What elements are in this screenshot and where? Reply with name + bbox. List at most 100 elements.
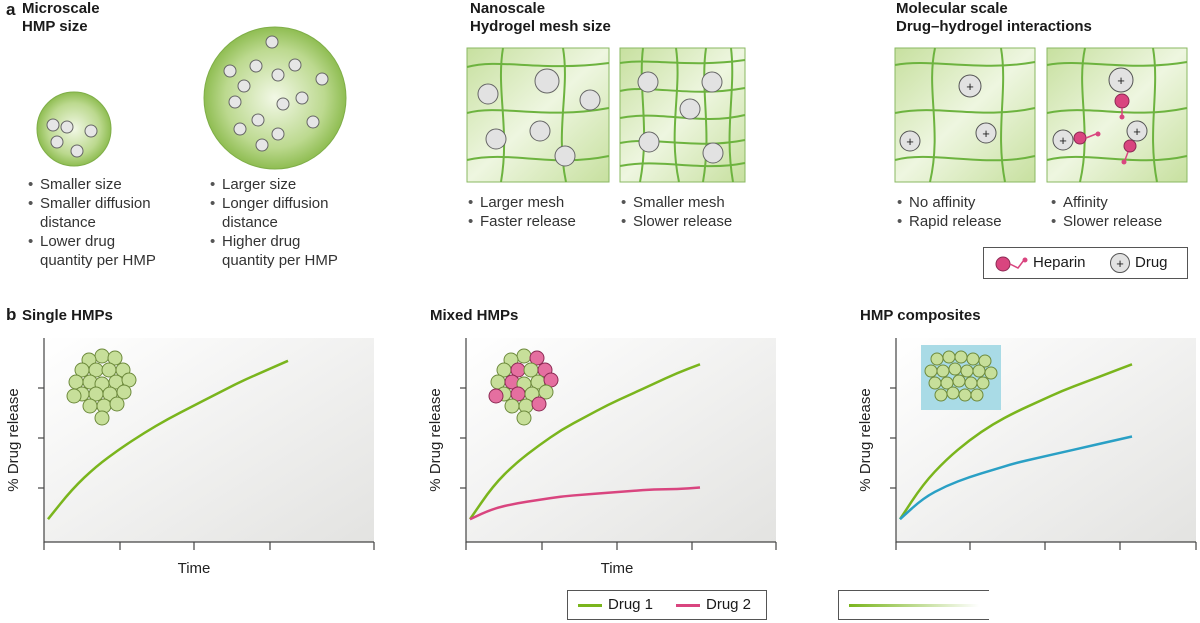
series-line-3-1 (898, 363, 1133, 520)
particle (970, 388, 984, 402)
composite-hmps-thumbnail (924, 350, 998, 402)
particle (952, 374, 966, 388)
particle (960, 364, 974, 378)
panel-a-letter: a (6, 0, 16, 19)
particle (516, 410, 532, 426)
svg-text:+: + (1133, 124, 1141, 139)
particle (942, 350, 956, 364)
particle (924, 364, 938, 378)
microscale-title: Microscale HMP size (22, 0, 100, 36)
ylabel-single: % Drug release (5, 388, 22, 491)
particle (529, 350, 545, 366)
panel-a-graphics: + + + + + + (36, 26, 1188, 183)
legend-drug1-label: Drug 1 (608, 596, 654, 613)
bullet: Rapid release (897, 212, 1002, 231)
particle (966, 352, 980, 366)
particle (946, 386, 960, 400)
svg-text:+: + (1117, 73, 1125, 88)
ylabel-mixed: % Drug release (427, 388, 444, 491)
particle (66, 388, 82, 404)
bullet: Longer diffusion (210, 194, 338, 213)
bullet-text: distance (222, 214, 278, 231)
particle (109, 396, 125, 412)
particle (954, 350, 968, 364)
particle (94, 348, 110, 364)
bullet-continued: distance (28, 213, 156, 232)
drug-icon: + (1110, 253, 1130, 273)
particle (976, 376, 990, 390)
bullet: Lower drug (28, 232, 156, 251)
particle (516, 348, 532, 364)
mesh-large-bullets: Larger mesh Faster release (468, 193, 576, 231)
molecular-legend: Heparin + Drug (983, 247, 1188, 279)
panel-b-letter: b (6, 305, 17, 324)
bullet: Faster release (468, 212, 576, 231)
bullet: Slower release (1051, 212, 1162, 231)
particle (928, 376, 942, 390)
large-hmp-sphere (203, 26, 347, 170)
molecular-title-line1: Molecular scale (896, 0, 1008, 17)
bullet-continued: quantity per HMP (28, 251, 156, 270)
mesh-small-bullets: Smaller mesh Slower release (621, 193, 732, 231)
single-hmps-thumbnail (66, 348, 137, 426)
particle (538, 384, 554, 400)
chart-title-single: Single HMPs (22, 307, 113, 324)
chart-title-mixed: Mixed HMPs (430, 307, 519, 324)
particle (948, 362, 962, 376)
mixed-hmps-thumbnail (488, 348, 559, 426)
particle (82, 398, 98, 414)
ylabel-composites: % Drug release (857, 388, 874, 491)
bullet-continued: distance (210, 213, 338, 232)
microscale-title-line1: Microscale (22, 0, 100, 17)
svg-text:+: + (1059, 133, 1067, 148)
microscale-title-line2: HMP size (22, 18, 88, 35)
particle (964, 376, 978, 390)
small-hmp-sphere (36, 91, 112, 167)
bullet-continued: quantity per HMP (210, 251, 338, 270)
svg-text:+: + (966, 79, 974, 94)
mesh-small (619, 47, 746, 183)
particle (107, 350, 123, 366)
heparin-icon (995, 256, 1028, 272)
particle (958, 388, 972, 402)
axis-ticks (38, 387, 1197, 550)
particle (116, 384, 132, 400)
particle (936, 364, 950, 378)
particle (978, 354, 992, 368)
chart-title-composites: HMP composites (860, 307, 981, 324)
affinity-bullets: Affinity Slower release (1051, 193, 1162, 231)
composite-legend-cropped (838, 590, 989, 620)
drug-legend: Drug 1 Drug 2 (567, 590, 767, 620)
particle (934, 388, 948, 402)
bullet: Slower release (621, 212, 732, 231)
molecular-affinity: + + + (1046, 47, 1188, 183)
particle (930, 352, 944, 366)
drug-plus-sign: + (1116, 256, 1124, 271)
particle (488, 388, 504, 404)
series-line-2-2 (469, 486, 701, 521)
bullet-text: quantity per HMP (222, 252, 338, 269)
particle (94, 410, 110, 426)
small-hmp-bullets: Smaller size Smaller diffusion distance … (28, 175, 156, 270)
molecular-title-line2: Drug–hydrogel interactions (896, 18, 1092, 35)
large-hmp-bullets: Larger size Longer diffusion distance Hi… (210, 175, 338, 270)
nanoscale-title-line2: Hydrogel mesh size (470, 18, 611, 35)
drug1-swatch (578, 604, 602, 607)
bullet-text: distance (40, 214, 96, 231)
series-line-1-1 (47, 359, 289, 520)
bullet: Smaller mesh (621, 193, 732, 212)
bullet-text: quantity per HMP (40, 252, 156, 269)
svg-text:+: + (982, 126, 990, 141)
svg-text:+: + (906, 134, 914, 149)
legend-heparin-label: Heparin (1033, 254, 1086, 271)
bullet: Larger size (210, 175, 338, 194)
bullet: Affinity (1051, 193, 1162, 212)
particle (504, 398, 520, 414)
particle (531, 396, 547, 412)
nanoscale-title-line1: Nanoscale (470, 0, 546, 17)
legend-drug-label: Drug (1135, 254, 1168, 271)
xlabel-single: Time (178, 560, 211, 577)
drug2-swatch (676, 604, 700, 607)
bullet: No affinity (897, 193, 1002, 212)
